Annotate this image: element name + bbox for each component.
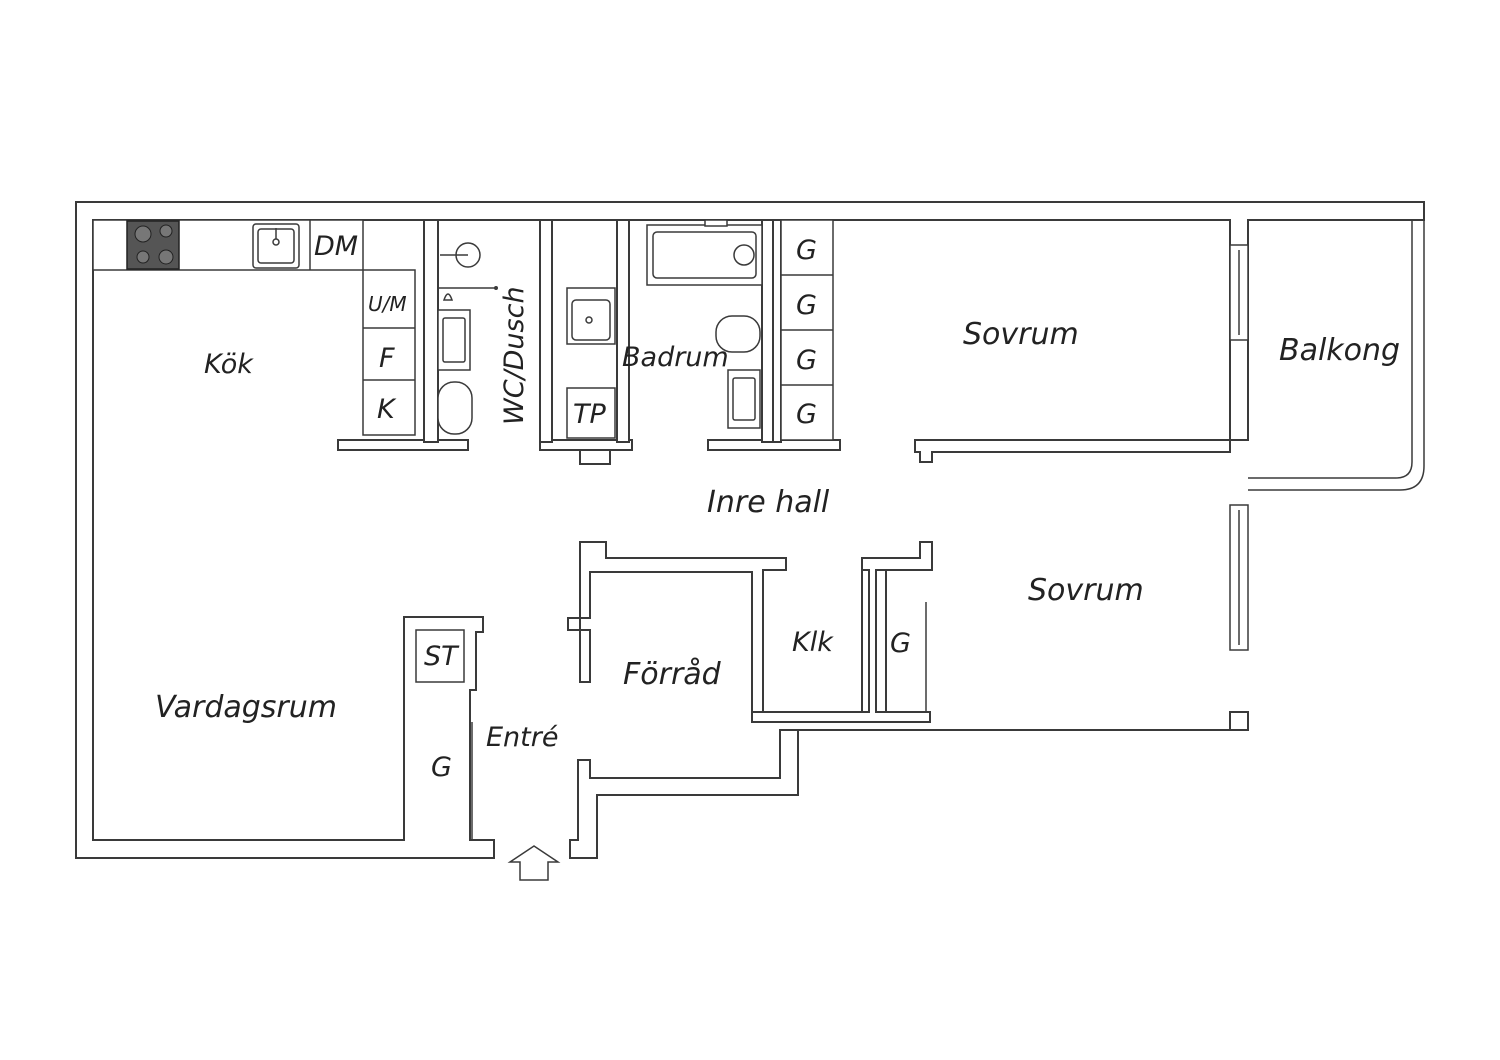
label-k: K bbox=[377, 394, 397, 425]
label-entre: Entré bbox=[486, 722, 558, 753]
room-labels: Kök Vardagsrum WC/Dusch Badrum Sovrum So… bbox=[155, 286, 1400, 753]
label-g: G bbox=[890, 628, 911, 659]
laundry-cabinet bbox=[566, 387, 616, 439]
kitchen-fixtures bbox=[92, 219, 416, 436]
fixture-labels: DM U/M F K TP ST G G G G G G bbox=[314, 231, 911, 783]
label-tp: TP bbox=[573, 399, 606, 430]
toilet-icon bbox=[437, 381, 473, 435]
label-um: U/M bbox=[368, 292, 407, 316]
label-st: ST bbox=[424, 641, 460, 672]
entrance-arrow-icon bbox=[507, 845, 561, 881]
drying-cabinet bbox=[415, 629, 465, 683]
label-dm: DM bbox=[314, 231, 358, 262]
label-g: G bbox=[796, 235, 817, 266]
label-kok: Kök bbox=[204, 349, 254, 380]
label-badrum: Badrum bbox=[622, 342, 729, 373]
label-wc-dusch: WC/Dusch bbox=[499, 286, 530, 425]
label-sovrum-1: Sovrum bbox=[963, 317, 1079, 352]
label-g: G bbox=[796, 399, 817, 430]
bath-sink-icon bbox=[566, 287, 616, 345]
label-g: G bbox=[796, 345, 817, 376]
toilet-icon bbox=[715, 315, 761, 353]
interior-walls bbox=[337, 219, 1231, 723]
balcony-outline bbox=[1248, 220, 1425, 491]
label-g: G bbox=[796, 290, 817, 321]
label-forrad: Förråd bbox=[623, 657, 722, 692]
label-inre-hall: Inre hall bbox=[707, 485, 830, 520]
kitchen-sink-icon bbox=[252, 223, 300, 269]
label-vardagsrum: Vardagsrum bbox=[155, 690, 337, 725]
wc-fixtures bbox=[437, 242, 498, 435]
label-balkong: Balkong bbox=[1279, 333, 1400, 368]
label-klk: Klk bbox=[792, 627, 834, 658]
label-g: G bbox=[431, 752, 452, 783]
label-sovrum-2: Sovrum bbox=[1028, 573, 1144, 608]
wardrobes bbox=[415, 219, 927, 840]
bathroom-fixtures bbox=[566, 219, 763, 439]
outer-walls bbox=[75, 201, 1425, 859]
bathtub-icon bbox=[646, 224, 763, 286]
label-f: F bbox=[379, 343, 395, 374]
